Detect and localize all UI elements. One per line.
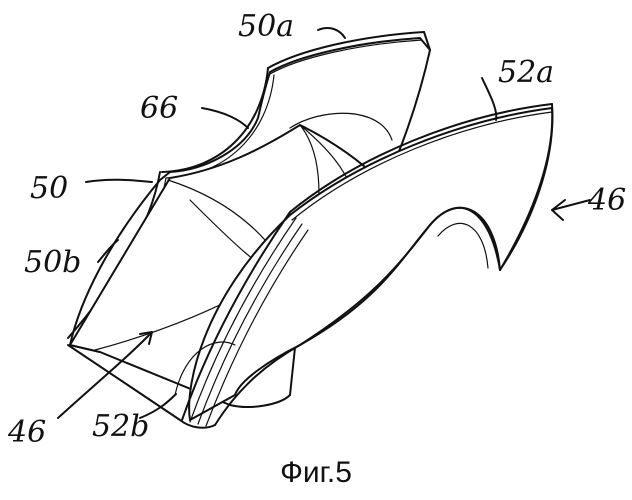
label-46-bottom: 46 — [7, 415, 46, 450]
label-52b: 52b — [92, 409, 149, 444]
label-46-right: 46 — [587, 183, 626, 218]
figure-caption: Фиг.5 — [280, 456, 352, 489]
label-50: 50 — [30, 171, 68, 206]
label-66: 66 — [140, 91, 178, 126]
label-50a: 50a — [238, 9, 294, 44]
label-52a: 52a — [498, 55, 554, 90]
label-50b: 50b — [24, 245, 81, 280]
